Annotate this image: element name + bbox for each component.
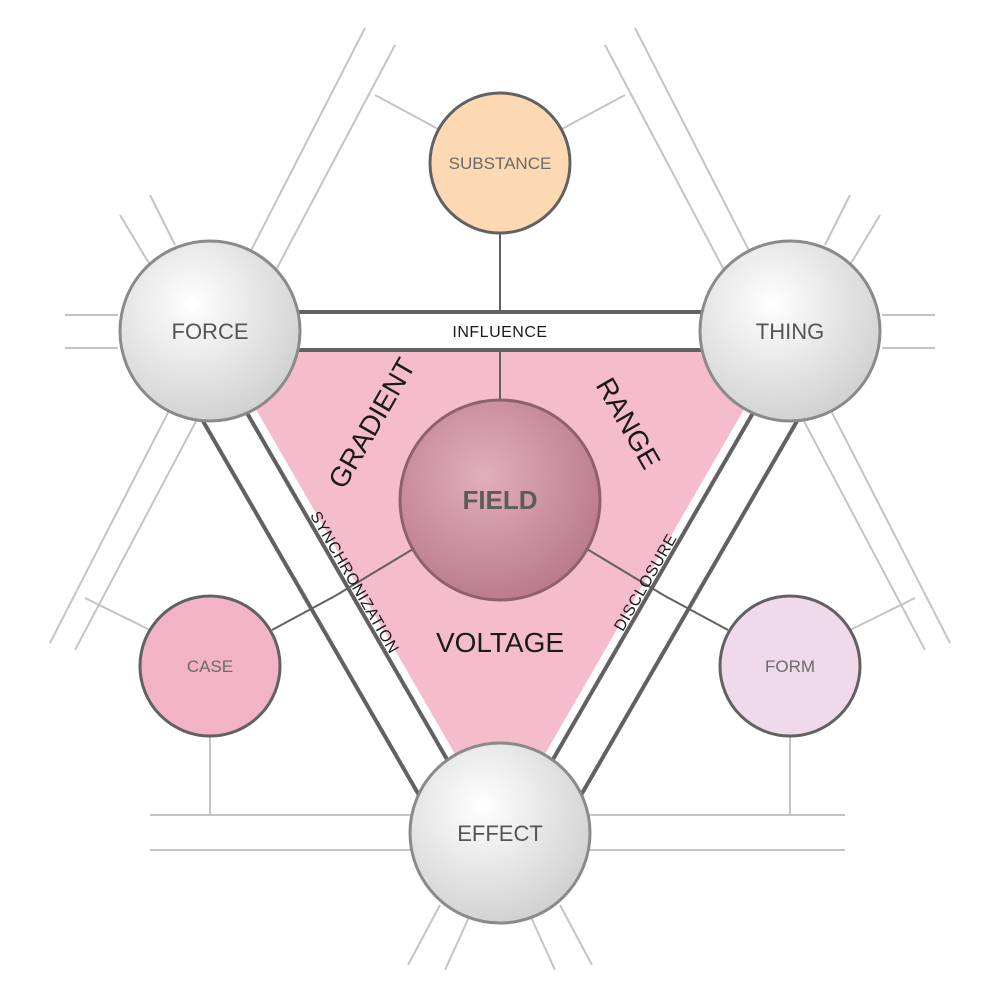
triangle-bands <box>168 310 832 850</box>
thing-node <box>698 239 882 423</box>
case-node <box>138 594 282 738</box>
band-label-influence: INFLUENCE <box>452 324 547 341</box>
thing-label: THING <box>756 319 824 344</box>
form-label: FORM <box>765 657 815 676</box>
sector-label-voltage: VOLTAGE <box>436 627 564 658</box>
field-node <box>398 398 602 602</box>
case-label: CASE <box>187 657 233 676</box>
substance-node <box>428 91 572 235</box>
effect-label: EFFECT <box>457 821 543 846</box>
substance-label: SUBSTANCE <box>449 154 552 173</box>
force-node <box>118 239 302 423</box>
field-label: FIELD <box>462 485 537 515</box>
connector-lines <box>271 233 729 631</box>
force-label: FORCE <box>172 319 249 344</box>
form-node <box>718 594 862 738</box>
effect-node <box>408 741 592 925</box>
